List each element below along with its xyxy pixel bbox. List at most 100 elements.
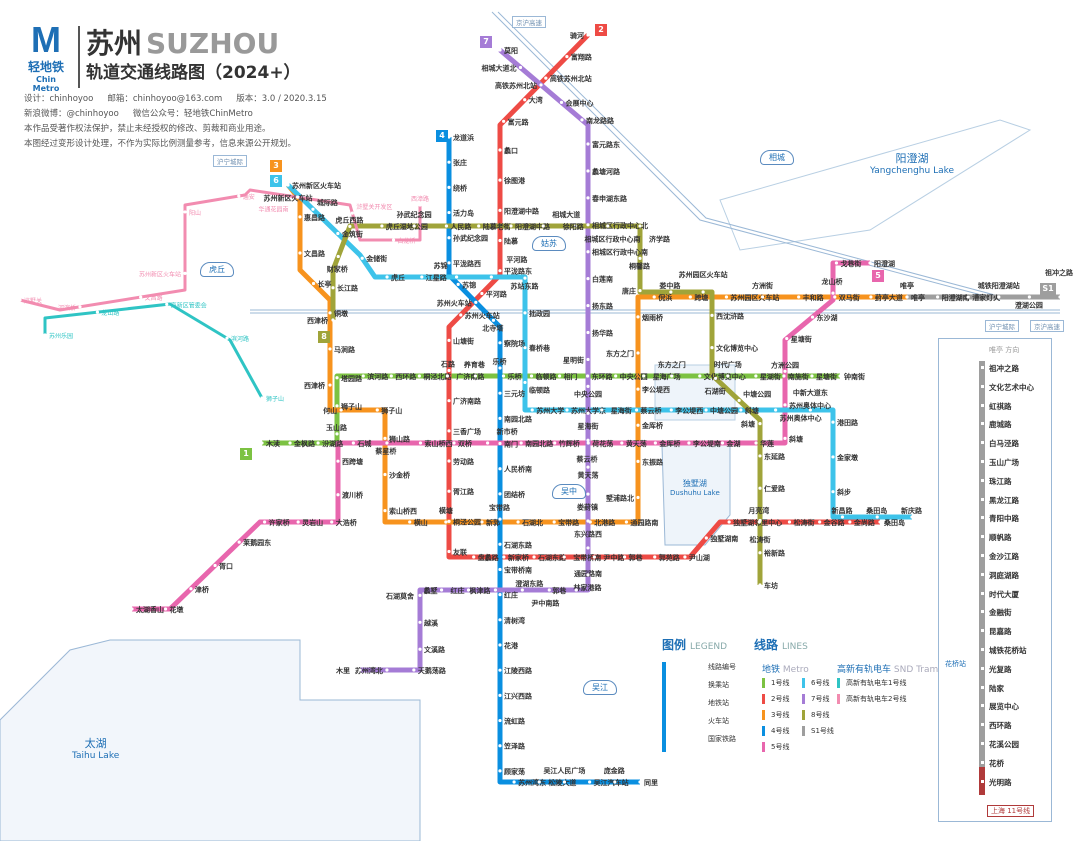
- station-label[interactable]: 星海街: [611, 406, 632, 415]
- station-dot[interactable]: [1027, 295, 1031, 299]
- station-dot[interactable]: [296, 520, 300, 524]
- station-label[interactable]: 竹辉桥: [558, 439, 581, 448]
- station-dot[interactable]: [523, 98, 527, 102]
- station-label[interactable]: 江兴西路: [504, 691, 533, 700]
- station-dot[interactable]: [18, 298, 22, 302]
- station-dot[interactable]: [498, 269, 502, 273]
- station-dot[interactable]: [472, 555, 476, 559]
- station-dot[interactable]: [447, 368, 451, 373]
- station-label[interactable]: 黄天荡: [626, 439, 647, 448]
- station-dot[interactable]: [936, 295, 940, 299]
- station-label[interactable]: 养育巷: [463, 360, 486, 369]
- station-label[interactable]: 宝带桥南: [504, 565, 532, 574]
- station-dot[interactable]: [95, 310, 100, 314]
- station-dot[interactable]: [383, 436, 387, 440]
- station-dot[interactable]: [480, 520, 484, 524]
- station-dot[interactable]: [810, 315, 815, 319]
- station-label[interactable]: 金尚路: [853, 518, 876, 527]
- station-dot[interactable]: [565, 408, 569, 412]
- station-label[interactable]: 桐泾公园: [453, 517, 481, 526]
- station-label[interactable]: 天鹅荡路: [418, 666, 447, 675]
- station-label[interactable]: 乐桥: [493, 357, 508, 366]
- station-dot[interactable]: [562, 780, 567, 784]
- station-dot[interactable]: [447, 135, 451, 139]
- station-label[interactable]: 娄中路: [658, 281, 681, 290]
- station-dot[interactable]: [498, 643, 502, 647]
- station-label[interactable]: 张庄: [453, 158, 467, 167]
- station-dot[interactable]: [573, 224, 578, 228]
- station-label[interactable]: 东方之门: [606, 349, 634, 358]
- station-dot[interactable]: [848, 520, 852, 524]
- station-dot[interactable]: [532, 555, 536, 559]
- station-dot[interactable]: [636, 459, 640, 463]
- station-dot[interactable]: [445, 374, 449, 378]
- station-dot[interactable]: [385, 275, 389, 279]
- station-dot[interactable]: [383, 472, 387, 477]
- station-dot[interactable]: [624, 520, 629, 524]
- station-dot[interactable]: [498, 148, 502, 152]
- station-dot[interactable]: [562, 555, 566, 559]
- station-label[interactable]: 何山: [323, 406, 337, 415]
- station-label[interactable]: 苏州奥体中心: [789, 401, 831, 410]
- station-label[interactable]: 双马街: [839, 293, 860, 302]
- station-dot[interactable]: [586, 277, 590, 281]
- station-label[interactable]: 滨河路: [367, 372, 389, 381]
- station-dot[interactable]: [473, 374, 478, 378]
- station-dot[interactable]: [783, 436, 787, 441]
- station-label[interactable]: 星海街: [578, 422, 599, 431]
- station-dot[interactable]: [498, 441, 502, 446]
- side-station-label[interactable]: 城铁花桥站: [989, 646, 1027, 655]
- station-dot[interactable]: [669, 408, 673, 412]
- station-dot[interactable]: [754, 441, 758, 445]
- station-dot[interactable]: [165, 302, 169, 306]
- station-dot[interactable]: [493, 588, 498, 592]
- station-label[interactable]: 平河路: [486, 289, 508, 298]
- station-dot[interactable]: [831, 291, 835, 295]
- station-dot[interactable]: [758, 454, 762, 458]
- station-dot[interactable]: [358, 668, 362, 672]
- station-label[interactable]: 宝带路: [489, 503, 511, 512]
- station-label[interactable]: 蔡云桥: [640, 406, 663, 415]
- station-dot[interactable]: [586, 438, 590, 442]
- station-label[interactable]: 吴江人民广场: [543, 766, 585, 775]
- station-dot[interactable]: [447, 489, 451, 493]
- station-label[interactable]: 林家港路: [574, 583, 603, 592]
- station-dot[interactable]: [565, 54, 569, 59]
- station-dot[interactable]: [586, 384, 590, 388]
- station-dot[interactable]: [787, 520, 792, 524]
- station-label[interactable]: 广济南路: [453, 397, 482, 406]
- station-label[interactable]: 文昌路: [304, 249, 326, 258]
- station-dot[interactable]: [553, 441, 557, 445]
- station-label[interactable]: 虎丘: [391, 273, 405, 282]
- station-label[interactable]: 苏州新区火车站: [292, 181, 341, 190]
- station-label[interactable]: 苏州新区火车站: [264, 193, 313, 202]
- station-label[interactable]: 广济南路: [456, 372, 485, 381]
- station-dot[interactable]: [225, 336, 229, 340]
- station-dot[interactable]: [620, 441, 624, 445]
- station-label[interactable]: 木渎: [265, 439, 280, 448]
- station-label[interactable]: 东方之门: [658, 360, 686, 369]
- station-dot[interactable]: [361, 374, 365, 378]
- station-dot[interactable]: [586, 411, 590, 415]
- station-dot[interactable]: [523, 346, 527, 350]
- station-dot[interactable]: [485, 441, 490, 445]
- station-dot[interactable]: [613, 780, 617, 784]
- station-dot[interactable]: [518, 65, 523, 70]
- station-dot[interactable]: [634, 408, 639, 412]
- station-label[interactable]: 西环路: [395, 372, 417, 381]
- station-dot[interactable]: [606, 224, 610, 228]
- station-dot[interactable]: [328, 383, 332, 387]
- station-dot[interactable]: [418, 647, 422, 651]
- station-dot[interactable]: [385, 441, 389, 445]
- station-label[interactable]: 相城区行政中心南: [585, 234, 641, 243]
- station-dot[interactable]: [335, 432, 339, 436]
- station-label[interactable]: 人民桥南: [504, 465, 532, 474]
- station-dot[interactable]: [447, 185, 451, 189]
- station-dot[interactable]: [447, 399, 451, 403]
- station-dot[interactable]: [418, 203, 422, 207]
- station-label[interactable]: 陆慕老街: [483, 222, 511, 231]
- station-dot[interactable]: [263, 520, 267, 524]
- station-label[interactable]: 龙道浜: [452, 133, 474, 142]
- station-label[interactable]: 中新大道东: [793, 388, 828, 397]
- station-label[interactable]: 黄天荡: [578, 470, 599, 479]
